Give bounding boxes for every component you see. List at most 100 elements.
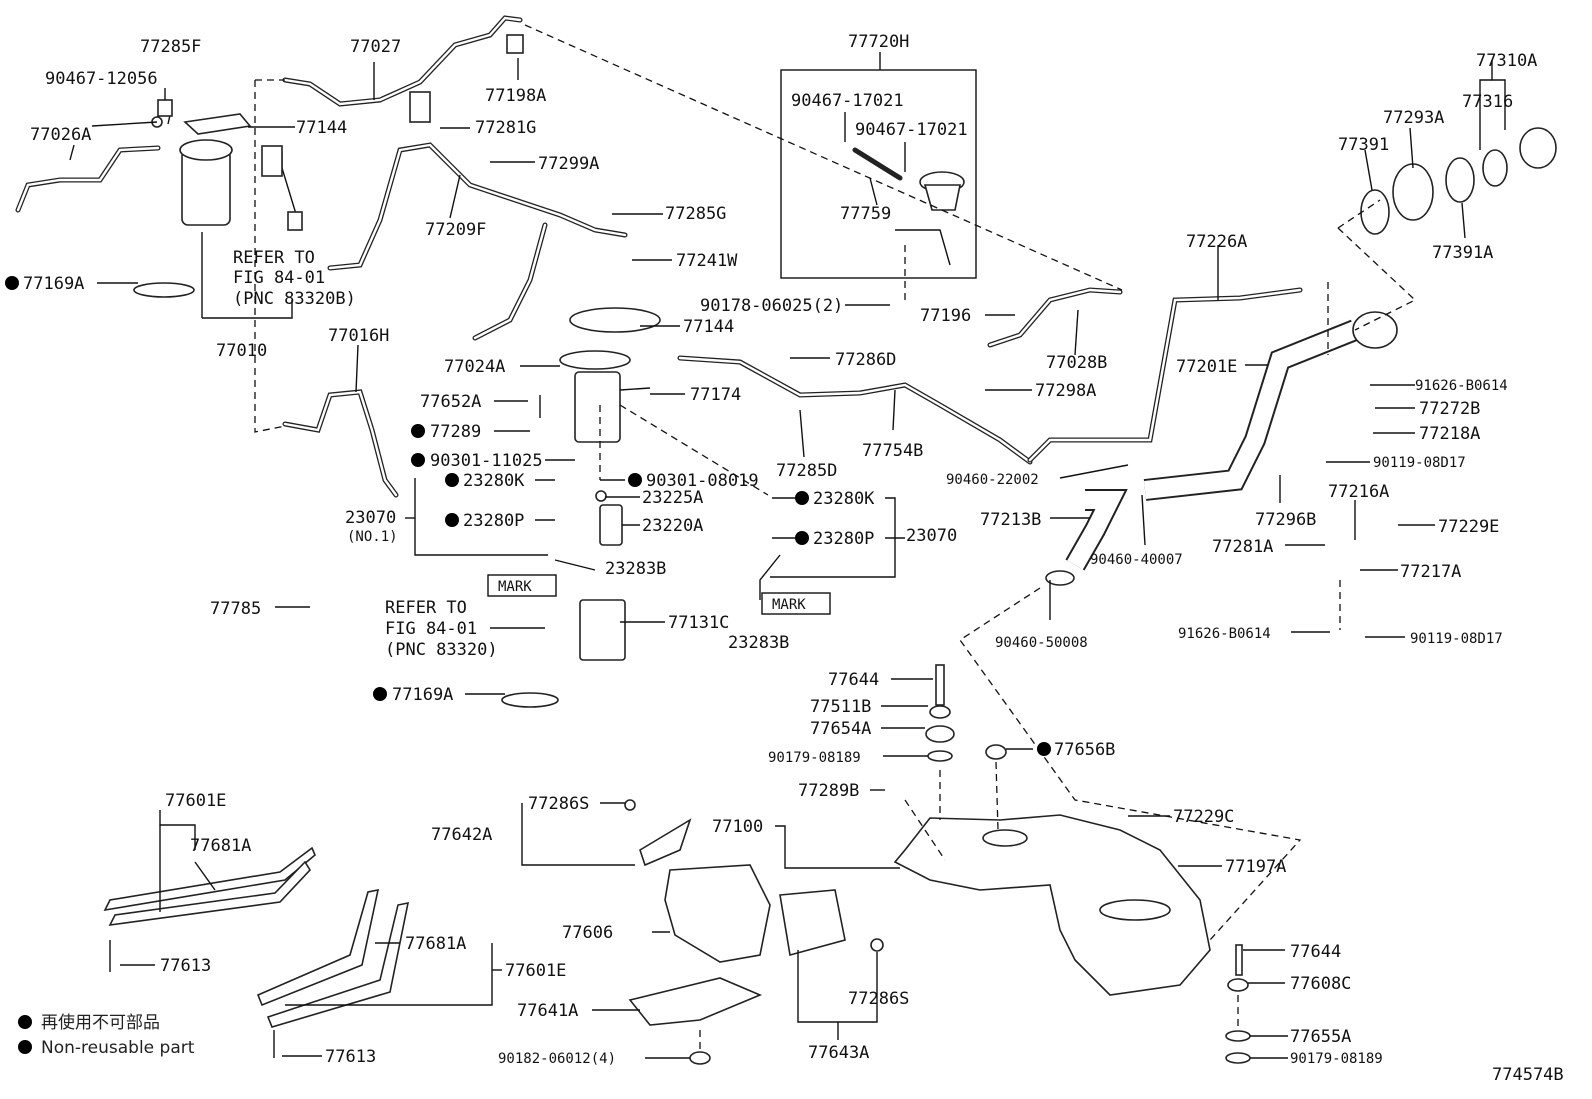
label-77026A: 77026A [30,125,91,145]
label-77272B: 77272B [1419,399,1480,419]
label-77601E-top: 77601E [165,791,226,811]
label-77289B: 77289B [798,781,859,801]
label-23283B-left: 23283B [605,559,666,579]
label-77654A: 77654A [810,719,871,739]
label-90460-50008: 90460-50008 [995,635,1088,651]
label-77229E: 77229E [1438,517,1499,537]
drawing-lines [5,15,1557,1065]
label-91626-B0614-a: 91626-B0614 [1415,378,1508,394]
label-77024A: 77024A [444,357,505,377]
label-23070-left: 23070 [345,508,396,528]
label-77601E-bottom: 77601E [505,961,566,981]
part-labels: 77285F 77027 90467-12056 77198A 77144 77… [23,32,1564,1085]
label-77511B: 77511B [810,697,871,717]
diagram-id: 774574B [1492,1065,1564,1085]
refer-mid-line1: REFER TO [385,598,467,618]
label-77241W: 77241W [676,251,738,271]
label-77216A: 77216A [1328,482,1389,502]
label-23225A: 23225A [642,488,703,508]
label-90460-40007: 90460-40007 [1090,552,1183,568]
label-90182-06012: 90182-06012(4) [498,1051,616,1067]
label-77285F: 77285F [140,37,201,57]
label-77169A-top: 77169A [23,274,84,294]
label-23070-right: 23070 [906,526,957,546]
label-23280P-right: 23280P [813,529,874,549]
refer-mid-line3: (PNC 83320) [385,640,498,660]
label-77720H: 77720H [848,32,909,52]
mark-left: MARK [498,579,532,595]
label-77299A: 77299A [538,154,599,174]
label-77229C: 77229C [1173,807,1234,827]
label-90179-08189-top: 90179-08189 [768,750,861,766]
label-77655A: 77655A [1290,1027,1351,1047]
label-90119-08D17-b: 90119-08D17 [1410,631,1503,647]
label-77169A-mid: 77169A [392,685,453,705]
label-77209F: 77209F [425,220,486,240]
label-77028B: 77028B [1046,353,1107,373]
label-23283B-right: 23283B [728,633,789,653]
label-77100: 77100 [712,817,763,837]
label-90179-08189-bottom: 90179-08189 [1290,1051,1383,1067]
legend-jp: 再使用不可部品 [41,1012,160,1033]
mark-right: MARK [772,597,806,613]
label-77010: 77010 [216,341,267,361]
label-77285D: 77285D [776,461,837,481]
label-90467-17021-a: 90467-17021 [791,91,904,111]
label-77391A: 77391A [1432,243,1493,263]
label-77201E: 77201E [1176,357,1237,377]
label-77656B: 77656B [1054,740,1115,760]
label-90301-11025: 90301-11025 [430,451,543,471]
refer-mid-line2: FIG 84-01 [385,619,477,639]
label-77644-bottom: 77644 [1290,942,1341,962]
label-77759: 77759 [840,204,891,224]
label-77218A: 77218A [1419,424,1480,444]
label-77296B: 77296B [1255,510,1316,530]
label-77298A: 77298A [1035,381,1096,401]
label-77027: 77027 [350,37,401,57]
label-77644-top: 77644 [828,670,879,690]
label-77613-bottom: 77613 [325,1047,376,1067]
label-77285G: 77285G [665,204,726,224]
label-77196: 77196 [920,306,971,326]
label-77754B: 77754B [862,441,923,461]
refer-top-line1: REFER TO [233,248,315,268]
label-77606: 77606 [562,923,613,943]
label-77310A: 77310A [1476,51,1537,71]
label-77681A-bottom: 77681A [405,934,466,954]
label-77286S-top: 77286S [528,794,589,814]
label-77641A: 77641A [517,1001,578,1021]
label-77293A: 77293A [1383,108,1444,128]
label-77289: 77289 [430,422,481,442]
label-77391: 77391 [1338,135,1389,155]
legend-en: Non-reusable part [41,1038,195,1058]
label-90467-12056: 90467-12056 [45,69,158,89]
label-77316: 77316 [1462,92,1513,112]
label-91626-B0614-b: 91626-B0614 [1178,626,1271,642]
label-77174: 77174 [690,385,741,405]
label-77226A: 77226A [1186,232,1247,252]
label-77652A: 77652A [420,392,481,412]
label-77785: 77785 [210,599,261,619]
label-77198A: 77198A [485,86,546,106]
label-77197A: 77197A [1225,857,1286,877]
label-90301-08019: 90301-08019 [646,471,759,491]
label-77281A: 77281A [1212,537,1273,557]
label-77608C: 77608C [1290,974,1351,994]
label-77217A: 77217A [1400,562,1461,582]
label-90460-22002: 90460-22002 [946,472,1039,488]
label-77213B: 77213B [980,510,1041,530]
label-23220A: 23220A [642,516,703,536]
refer-top-line2: FIG 84-01 [233,268,325,288]
label-77286S-bottom: 77286S [848,989,909,1009]
label-23280K-right: 23280K [813,489,875,509]
label-23280P-left: 23280P [463,511,524,531]
label-77681A-top: 77681A [190,836,251,856]
label-77613-top: 77613 [160,956,211,976]
refer-top-line3: (PNC 83320B) [233,289,356,309]
label-23280K-left: 23280K [463,471,525,491]
label-77131C: 77131C [668,613,729,633]
label-77144-top: 77144 [296,118,347,138]
label-77286D: 77286D [835,350,896,370]
